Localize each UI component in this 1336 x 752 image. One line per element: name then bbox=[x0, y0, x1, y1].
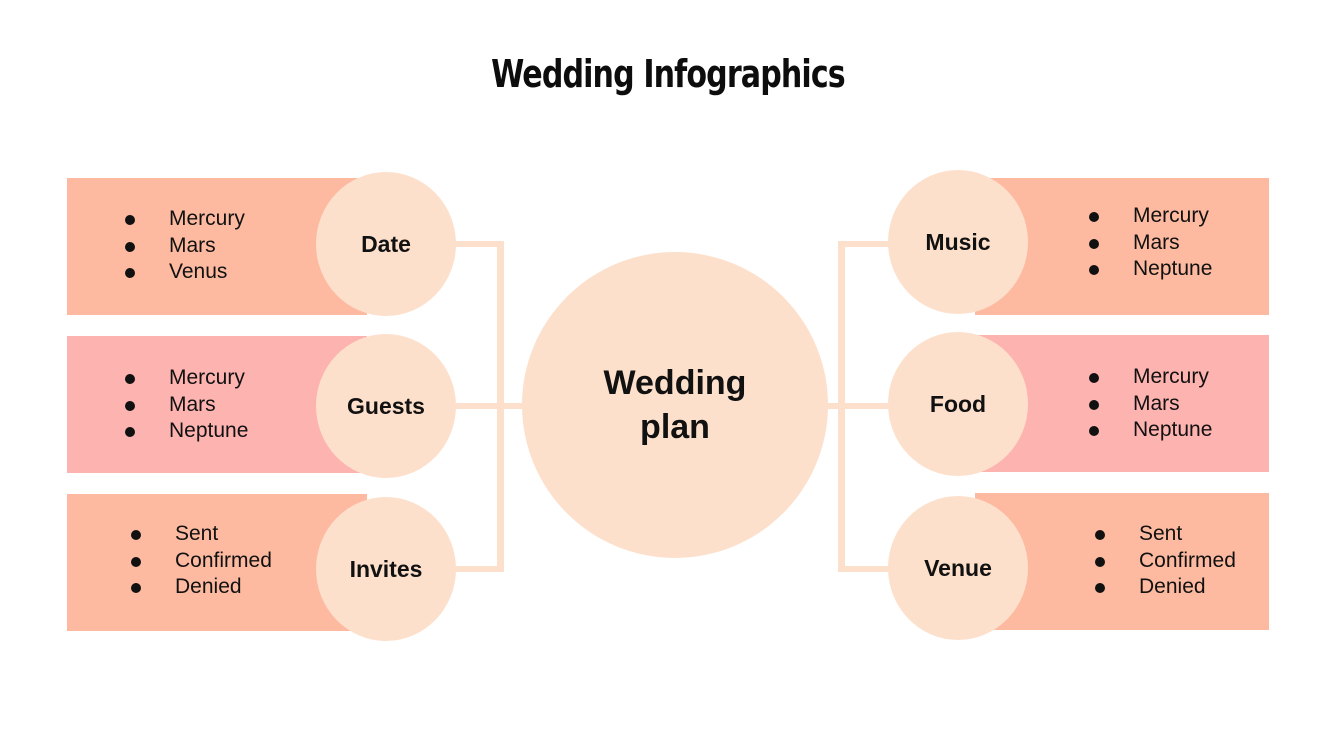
venue-list: Sent Confirmed Denied bbox=[1093, 521, 1236, 601]
list-item: Mercury bbox=[123, 365, 248, 392]
list-item: Neptune bbox=[1087, 256, 1212, 283]
music-list: Mercury Mars Neptune bbox=[1087, 203, 1212, 283]
venue-circle: Venue bbox=[888, 496, 1028, 640]
list-item: Denied bbox=[129, 574, 272, 601]
list-item: Sent bbox=[129, 521, 272, 548]
date-label: Date bbox=[361, 230, 411, 257]
food-circle: Food bbox=[888, 332, 1028, 476]
connector-right-venue bbox=[838, 566, 892, 572]
list-item: Venus bbox=[123, 259, 245, 286]
center-label-line1: Wedding bbox=[603, 364, 747, 402]
music-label: Music bbox=[925, 228, 991, 255]
guests-list: Mercury Mars Neptune bbox=[123, 365, 248, 445]
food-label: Food bbox=[929, 390, 987, 417]
list-item: Confirmed bbox=[1093, 548, 1236, 575]
connector-right-music bbox=[838, 241, 892, 247]
invites-circle: Invites bbox=[316, 497, 456, 641]
connector-left-invites bbox=[450, 566, 504, 572]
list-item: Confirmed bbox=[129, 548, 272, 575]
list-item: Sent bbox=[1093, 521, 1236, 548]
connector-right-food bbox=[812, 403, 892, 409]
guests-circle: Guests bbox=[316, 334, 456, 478]
page-title: Wedding Infographics bbox=[491, 52, 846, 96]
date-circle: Date bbox=[316, 172, 456, 316]
date-list: Mercury Mars Venus bbox=[123, 206, 245, 286]
invites-label: Invites bbox=[349, 555, 423, 582]
connector-left-guests bbox=[450, 403, 530, 409]
list-item: Denied bbox=[1093, 574, 1236, 601]
center-label: Wedding plan bbox=[604, 361, 747, 449]
guests-label: Guests bbox=[347, 392, 425, 419]
list-item: Mars bbox=[123, 392, 248, 419]
invites-list: Sent Confirmed Denied bbox=[129, 521, 272, 601]
food-list: Mercury Mars Neptune bbox=[1087, 364, 1212, 444]
venue-label: Venue bbox=[924, 554, 992, 581]
list-item: Mercury bbox=[1087, 203, 1212, 230]
list-item: Mars bbox=[1087, 391, 1212, 418]
list-item: Neptune bbox=[123, 418, 248, 445]
connector-left-date bbox=[450, 241, 504, 247]
list-item: Mars bbox=[123, 233, 245, 260]
center-label-line2: plan bbox=[640, 408, 710, 446]
list-item: Mars bbox=[1087, 230, 1212, 257]
list-item: Mercury bbox=[123, 206, 245, 233]
list-item: Neptune bbox=[1087, 417, 1212, 444]
music-circle: Music bbox=[888, 170, 1028, 314]
list-item: Mercury bbox=[1087, 364, 1212, 391]
center-circle: Wedding plan bbox=[522, 252, 828, 558]
